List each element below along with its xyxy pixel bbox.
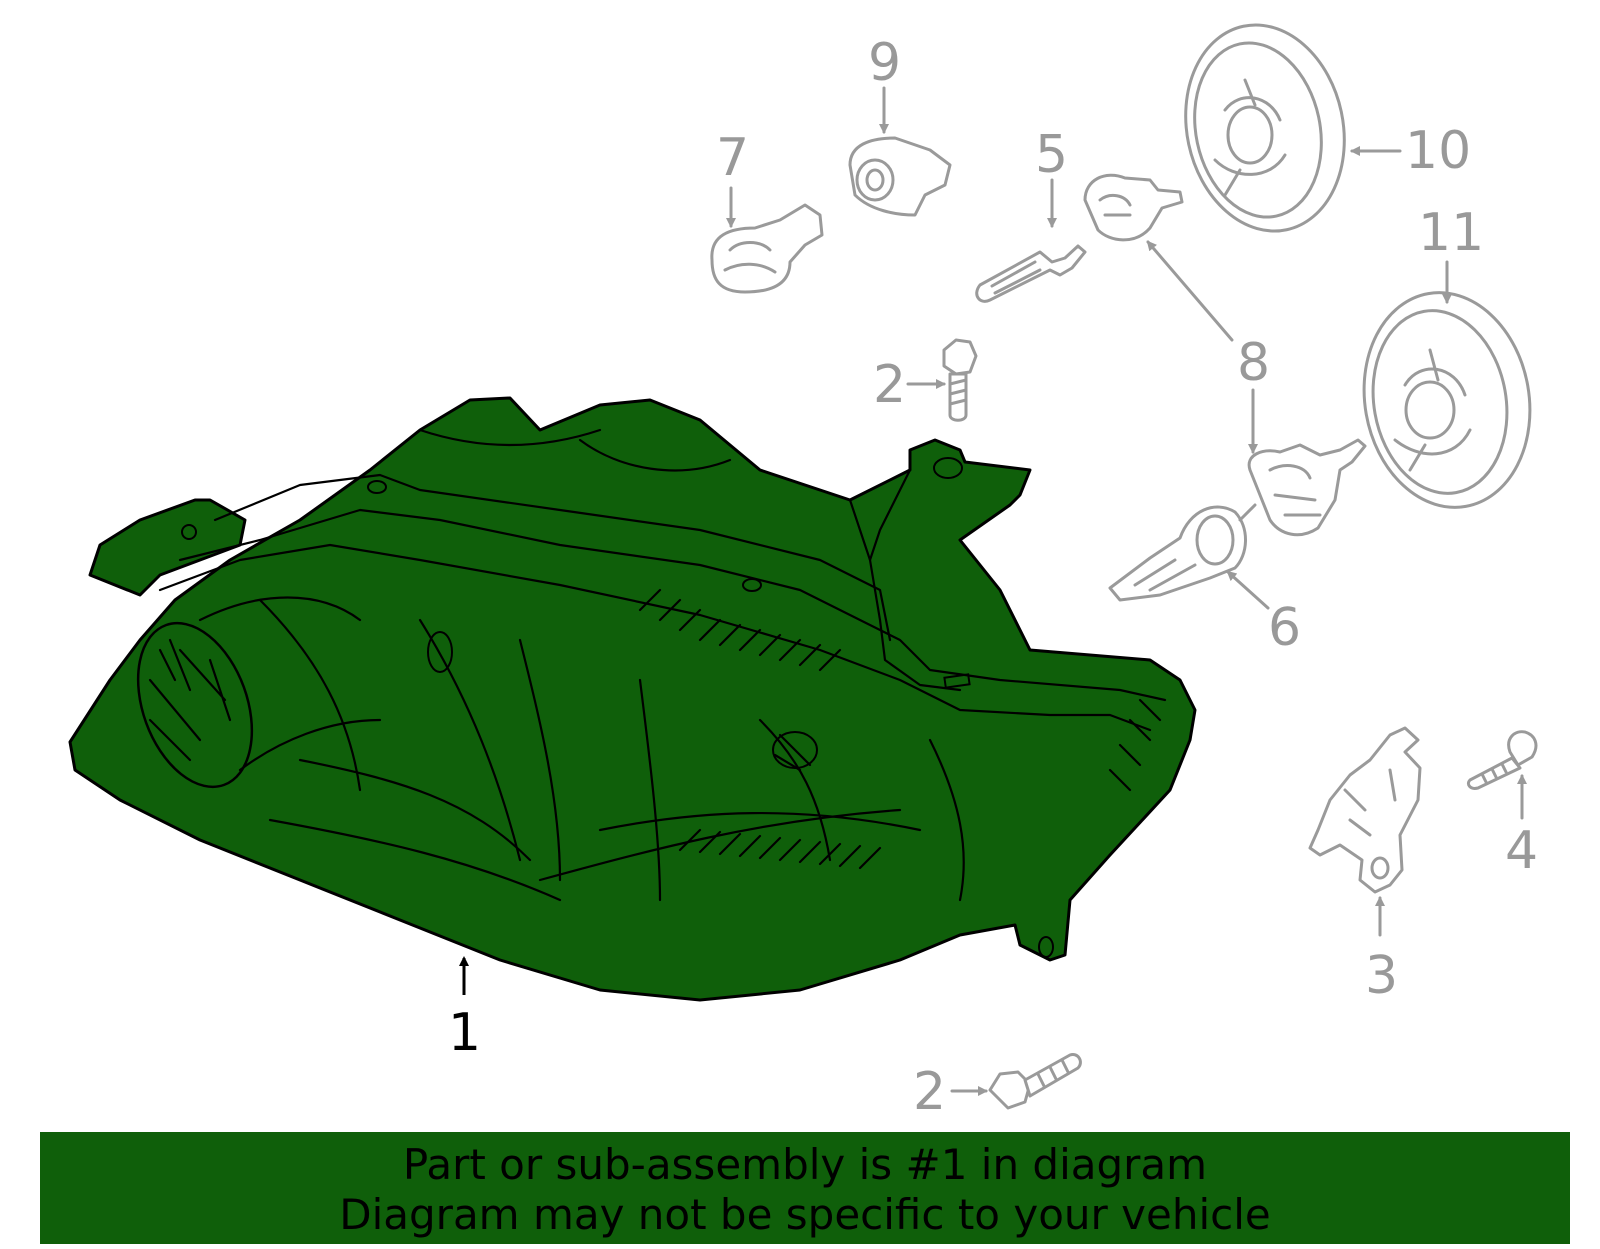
callout-label-2-upper: 2 (873, 355, 906, 415)
callout-label-11: 11 (1418, 203, 1484, 263)
part-10-cap[interactable] (1167, 10, 1363, 246)
banner-line-1: Part or sub-assembly is #1 in diagram (402, 1140, 1208, 1189)
part-8-socket-lower[interactable] (1247, 438, 1367, 537)
callout-label-9: 9 (868, 33, 901, 93)
part-2-bolt-upper[interactable] (942, 338, 978, 422)
callout-label-6: 6 (1268, 598, 1301, 658)
part-11-cap[interactable] (1347, 279, 1546, 520)
part-9-socket[interactable] (848, 136, 952, 217)
callout-label-4: 4 (1505, 821, 1538, 881)
part-6-halogen-bulb[interactable] (1108, 503, 1257, 602)
callout-arrow-8-upper (1146, 240, 1234, 342)
headlamp-assembly[interactable] (68, 396, 1197, 1002)
callout-label-2-lower: 2 (913, 1062, 946, 1122)
callout-label-7: 7 (716, 128, 749, 188)
callout-label-1: 1 (448, 1003, 481, 1063)
banner-line-2: Diagram may not be specific to your vehi… (339, 1190, 1271, 1239)
callout-label-3: 3 (1365, 946, 1398, 1006)
part-4-screw[interactable] (1466, 730, 1538, 790)
part-2-bolt-lower[interactable] (988, 1052, 1082, 1110)
notice-banner: Part or sub-assembly is #1 in diagram Di… (40, 1132, 1570, 1244)
callout-label-5: 5 (1035, 125, 1068, 185)
callout-label-10: 10 (1405, 121, 1471, 181)
part-7-bulb[interactable] (710, 203, 824, 294)
part-5-bulb[interactable] (975, 244, 1087, 303)
callout-label-8: 8 (1237, 333, 1270, 393)
part-8-socket-upper[interactable] (1083, 173, 1184, 242)
callout-arrow-6 (1226, 570, 1270, 610)
part-3-bracket[interactable] (1308, 726, 1422, 894)
